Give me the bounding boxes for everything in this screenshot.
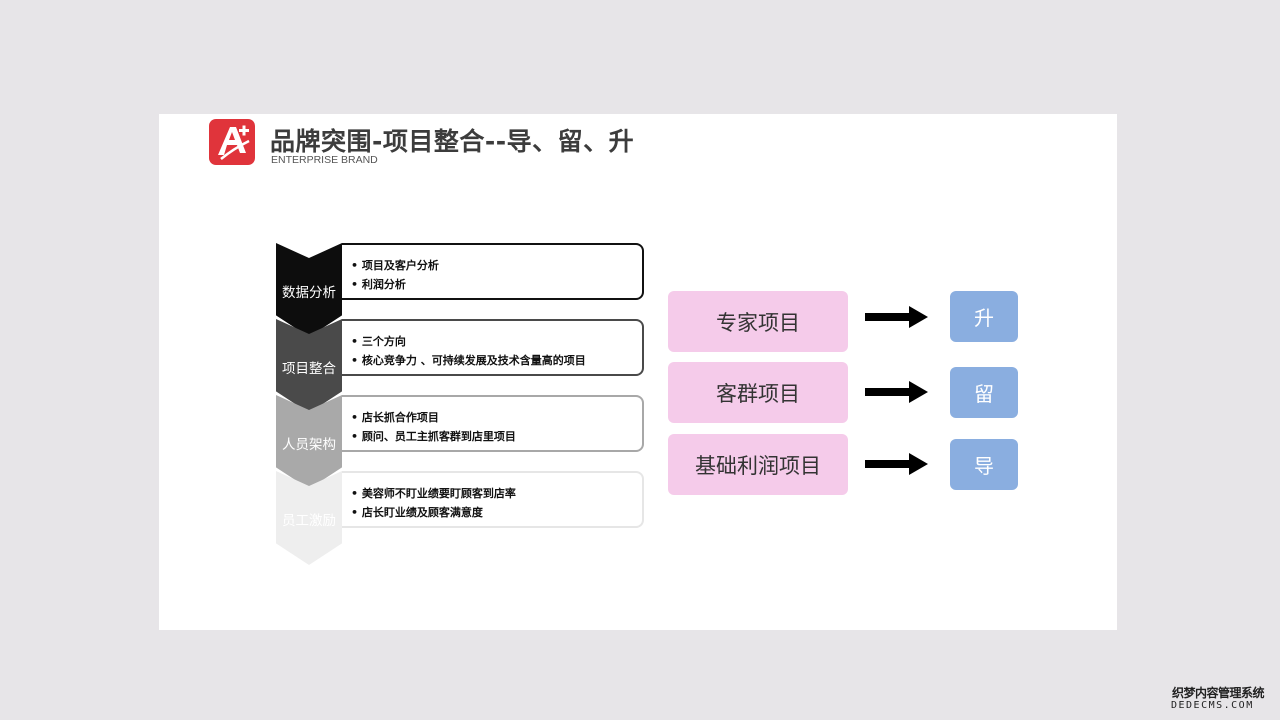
step-box-2 (342, 319, 644, 376)
step-4-bullet-2: • 店长盯业绩及顾客满意度 (351, 506, 483, 519)
chevron-step-1 (276, 243, 342, 337)
chevron-step-3 (276, 395, 342, 489)
project-box-basic-profit: 基础利润项目 (668, 434, 848, 495)
right-arrow-icon (865, 381, 928, 403)
step-label-1: 数据分析 (282, 285, 336, 301)
project-box-expert: 专家项目 (668, 291, 848, 352)
page-title: 品牌突围-项目整合--导、留、升 (270, 127, 635, 156)
watermark-text: 织梦内容管理系统 (1172, 686, 1265, 700)
result-box-guide: 导 (950, 439, 1018, 490)
step-label-2: 项目整合 (282, 361, 336, 377)
step-3-bullet-2: • 顾问、员工主抓客群到店里项目 (351, 430, 516, 443)
step-2-bullet-2: • 核心竞争力 、可持续发展及技术含量高的项目 (351, 354, 586, 367)
chevron-step-4 (276, 471, 342, 565)
page-subtitle: ENTERPRISE BRAND (271, 154, 378, 166)
step-label-4: 员工激励 (282, 513, 336, 529)
step-box-1 (342, 243, 644, 300)
step-label-3: 人员架构 (282, 437, 336, 453)
result-box-rise: 升 (950, 291, 1018, 342)
right-arrow-icon (865, 306, 928, 328)
step-1-bullet-2: • 利润分析 (351, 278, 406, 291)
step-2-bullet-1: • 三个方向 (351, 335, 406, 348)
a-plus-logo-icon (209, 119, 255, 165)
slide: 品牌突围-项目整合--导、留、升 ENTERPRISE BRAND 数据分析 •… (159, 114, 1117, 630)
step-4-bullet-1: • 美容师不盯业绩要盯顾客到店率 (351, 487, 516, 500)
chevron-step-2 (276, 319, 342, 413)
watermark-url: DEDECMS.COM (1171, 700, 1254, 711)
step-box-4 (342, 471, 644, 528)
right-arrow-icon (865, 453, 928, 475)
step-box-3 (342, 395, 644, 452)
step-1-bullet-1: • 项目及客户分析 (351, 259, 439, 272)
result-box-retain: 留 (950, 367, 1018, 418)
step-3-bullet-1: • 店长抓合作项目 (351, 411, 439, 424)
project-box-customer-group: 客群项目 (668, 362, 848, 423)
